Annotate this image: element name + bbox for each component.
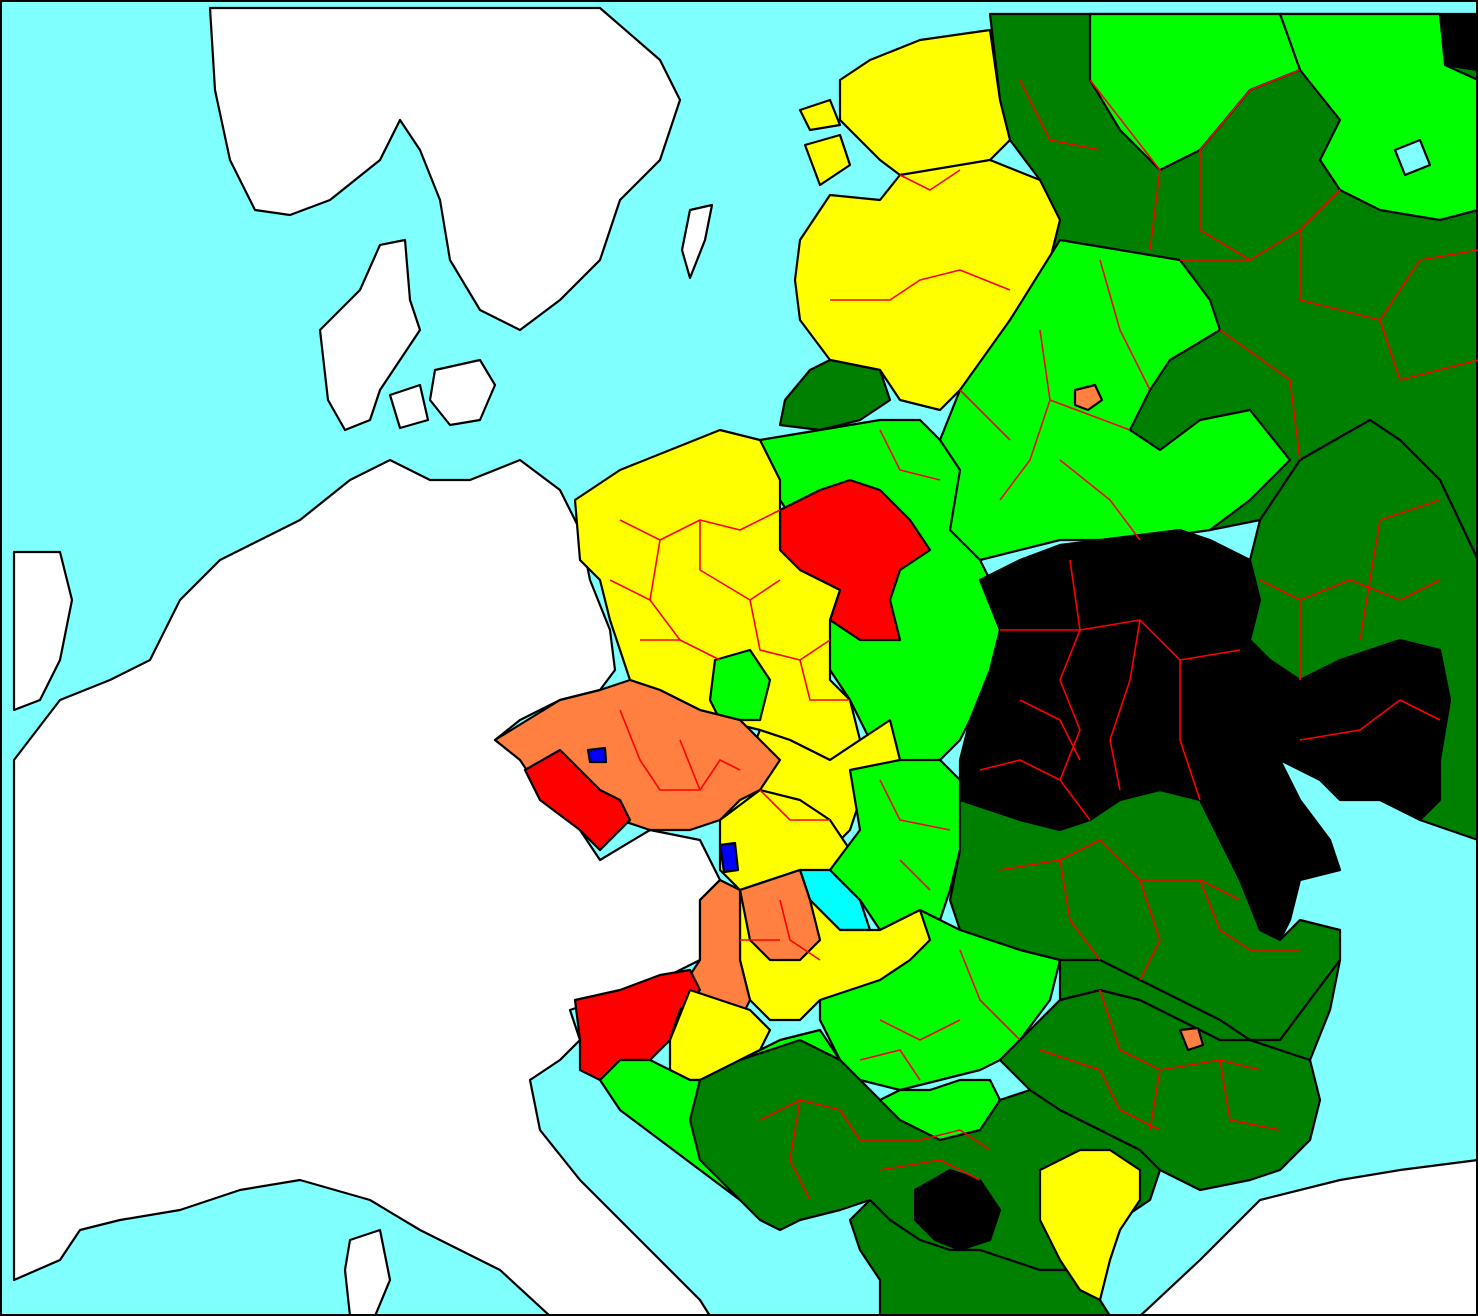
spot-salmon-east <box>1178 1026 1205 1052</box>
region-red-bohemia <box>523 748 632 852</box>
region-yellow-south <box>1038 1148 1142 1302</box>
region-black-kosovo <box>913 1168 1002 1252</box>
island-saaremaa-2 <box>803 133 852 187</box>
island-funen <box>388 383 430 430</box>
marker-blue-bratislava <box>718 841 740 874</box>
region-green-poland-center <box>708 648 772 722</box>
island-corsica <box>343 1228 392 1316</box>
marker-blue-prague <box>586 746 608 764</box>
island-gotland <box>680 203 714 280</box>
region-darkgreen-moldova <box>1058 958 1342 1062</box>
land-denmark <box>318 238 422 432</box>
land-scandinavia <box>208 6 682 332</box>
region-green-ne <box>1278 12 1478 222</box>
subdivision-lines <box>609 69 1478 1201</box>
lake-onega <box>1393 138 1432 177</box>
land-britain-edge <box>12 550 74 712</box>
region-darkgreen-east <box>1248 418 1478 842</box>
spot-salmon-belarus <box>1073 383 1104 412</box>
island-zealand <box>428 358 497 427</box>
region-darkgreen-kaliningrad <box>778 358 892 432</box>
land-turkey-edge <box>1138 1158 1478 1316</box>
region-salmon-croatia-n <box>738 868 822 962</box>
region-green-ukraine-west <box>828 758 972 932</box>
land-west-europe <box>12 458 722 1316</box>
island-saaremaa <box>798 98 842 132</box>
